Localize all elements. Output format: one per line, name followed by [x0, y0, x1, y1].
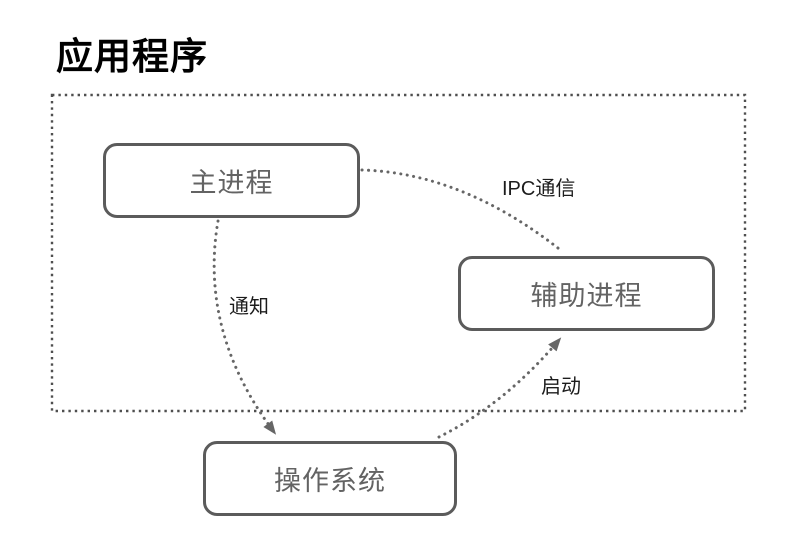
- node-operating-system-label: 操作系统: [274, 466, 386, 496]
- node-main-process-label: 主进程: [189, 168, 274, 198]
- node-main-process: 主进程: [103, 143, 360, 218]
- node-helper-process-label: 辅助进程: [530, 281, 643, 311]
- edge-launch-path: [437, 337, 562, 439]
- node-helper-process: 辅助进程: [458, 256, 715, 331]
- application-boundary-box: [50, 93, 747, 413]
- page-title: 应用程序: [56, 36, 208, 77]
- edge-label-ipc: IPC通信: [502, 178, 576, 200]
- edge-label-notify: 通知: [229, 296, 269, 318]
- edge-ipc-path: [360, 168, 565, 254]
- node-operating-system: 操作系统: [203, 441, 457, 516]
- edge-label-launch: 启动: [541, 376, 581, 398]
- edge-notify-path: [212, 219, 277, 435]
